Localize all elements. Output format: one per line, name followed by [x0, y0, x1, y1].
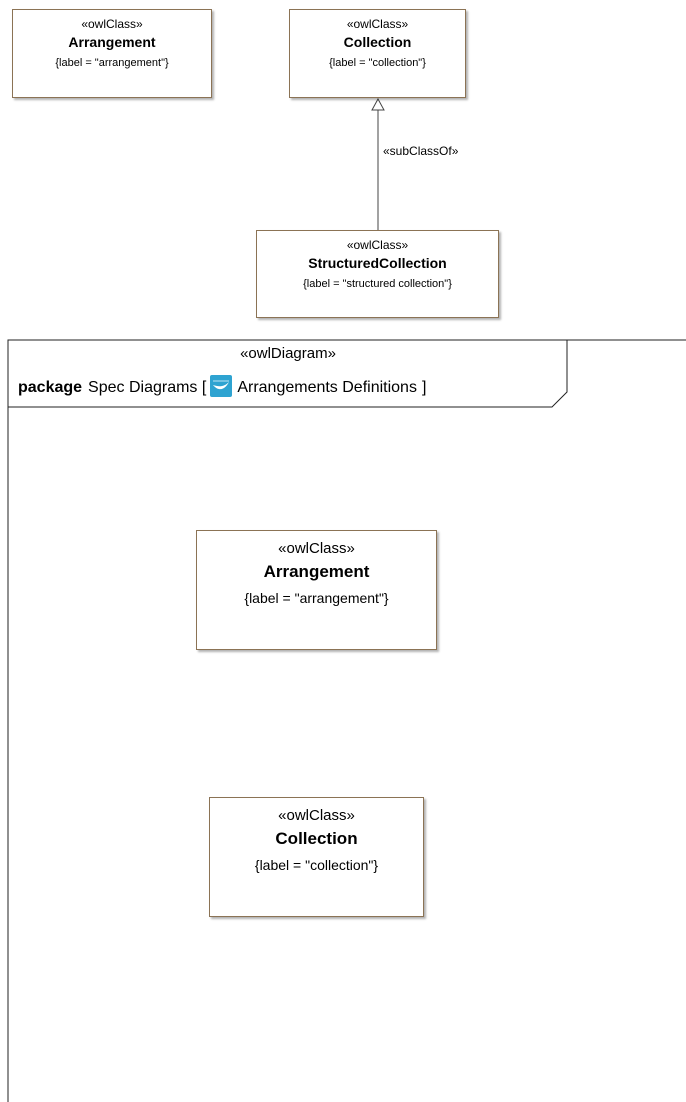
class-arrangement-frame[interactable]: «owlClass» Arrangement {label = "arrange…: [196, 530, 437, 650]
class-stereotype: «owlClass»: [278, 540, 355, 557]
class-label-tag: {label = "collection"}: [329, 57, 426, 69]
frame-path: Spec Diagrams [: [88, 379, 207, 396]
generalization-arrowhead: [371, 97, 385, 111]
class-label-tag: {label = "arrangement"}: [55, 57, 169, 69]
package-frame-tab: [8, 340, 568, 408]
subclassof-label: «subClassOf»: [383, 144, 459, 158]
frame-close-bracket: ]: [421, 379, 427, 396]
class-structuredcollection-top[interactable]: «owlClass» StructuredCollection {label =…: [256, 230, 499, 318]
class-name: StructuredCollection: [308, 255, 447, 271]
class-label-tag: {label = "structured collection"}: [303, 278, 452, 290]
class-label-tag: {label = "collection"}: [254, 857, 379, 873]
class-arrangement-top[interactable]: «owlClass» Arrangement {label = "arrange…: [12, 9, 212, 98]
package-frame-header[interactable]: «owlDiagram» package Spec Diagrams [ Arran…: [8, 341, 568, 407]
class-collection-frame[interactable]: «owlClass» Collection {label = "collecti…: [209, 797, 424, 917]
class-name: Arrangement: [263, 562, 370, 581]
class-stereotype: «owlClass»: [81, 17, 143, 31]
class-name: Collection: [275, 829, 358, 848]
class-label-tag: {label = "arrangement"}: [244, 590, 389, 606]
frame-title: package Spec Diagrams [ Arrangements Defin…: [18, 375, 426, 397]
class-stereotype: «owlClass»: [346, 238, 409, 252]
class-stereotype: «owlClass»: [278, 807, 355, 824]
class-collection-top[interactable]: «owlClass» Collection {label = "collecti…: [289, 9, 466, 98]
frame-keyword: package: [18, 379, 83, 396]
frame-stereotype: «owlDiagram»: [240, 345, 336, 362]
class-name: Collection: [343, 34, 412, 50]
frame-diagram-name: Arrangements Definitions: [237, 379, 417, 396]
class-stereotype: «owlClass»: [346, 17, 409, 31]
package-frame-border: [7, 339, 686, 1102]
class-name: Arrangement: [68, 34, 156, 50]
owl-diagram-icon: [210, 375, 233, 397]
